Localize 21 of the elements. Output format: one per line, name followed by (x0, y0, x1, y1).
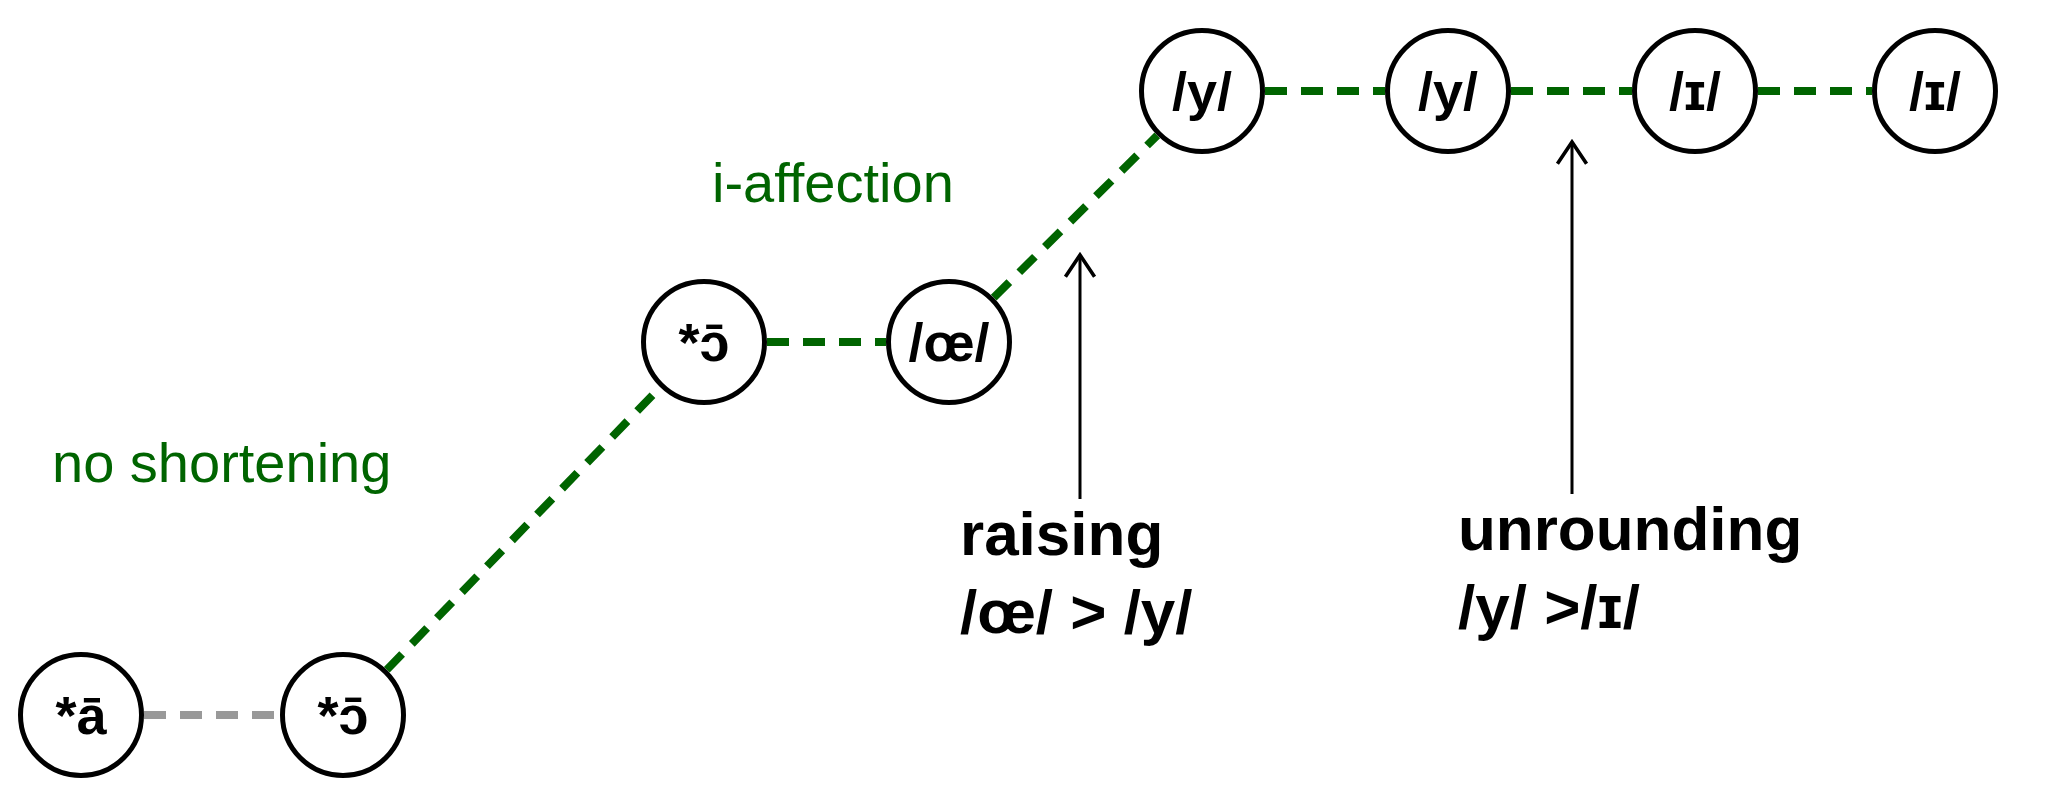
phoneme-label: *ā (55, 684, 107, 746)
process-name: raising (960, 498, 1165, 570)
phoneme-label: /ɪ/ (1909, 60, 1961, 122)
edge-label: i-affection (712, 150, 954, 215)
edge-label: no shortening (52, 430, 392, 495)
phoneme-label: *ɔ̄ (678, 311, 730, 373)
dashed-connector (767, 338, 886, 346)
arrow (1063, 253, 1097, 499)
sound-change-rule: /œ/ > /y/ (960, 576, 1193, 648)
dashed-connector (990, 132, 1161, 301)
dashed-connector (1265, 87, 1385, 95)
phoneme-label: /y/ (1417, 60, 1478, 122)
phoneme-label: /œ/ (908, 311, 990, 373)
phoneme-label: /ɪ/ (1669, 60, 1721, 122)
phoneme-label: *ɔ̄ (317, 684, 369, 746)
arrow (1555, 140, 1589, 494)
sound-change-rule: /y/ >/ɪ/ (1458, 571, 1641, 643)
process-name: unrounding (1458, 493, 1803, 565)
dashed-connector (1511, 87, 1632, 95)
dashed-connector (1758, 87, 1872, 95)
phoneme-label: /y/ (1171, 60, 1232, 122)
